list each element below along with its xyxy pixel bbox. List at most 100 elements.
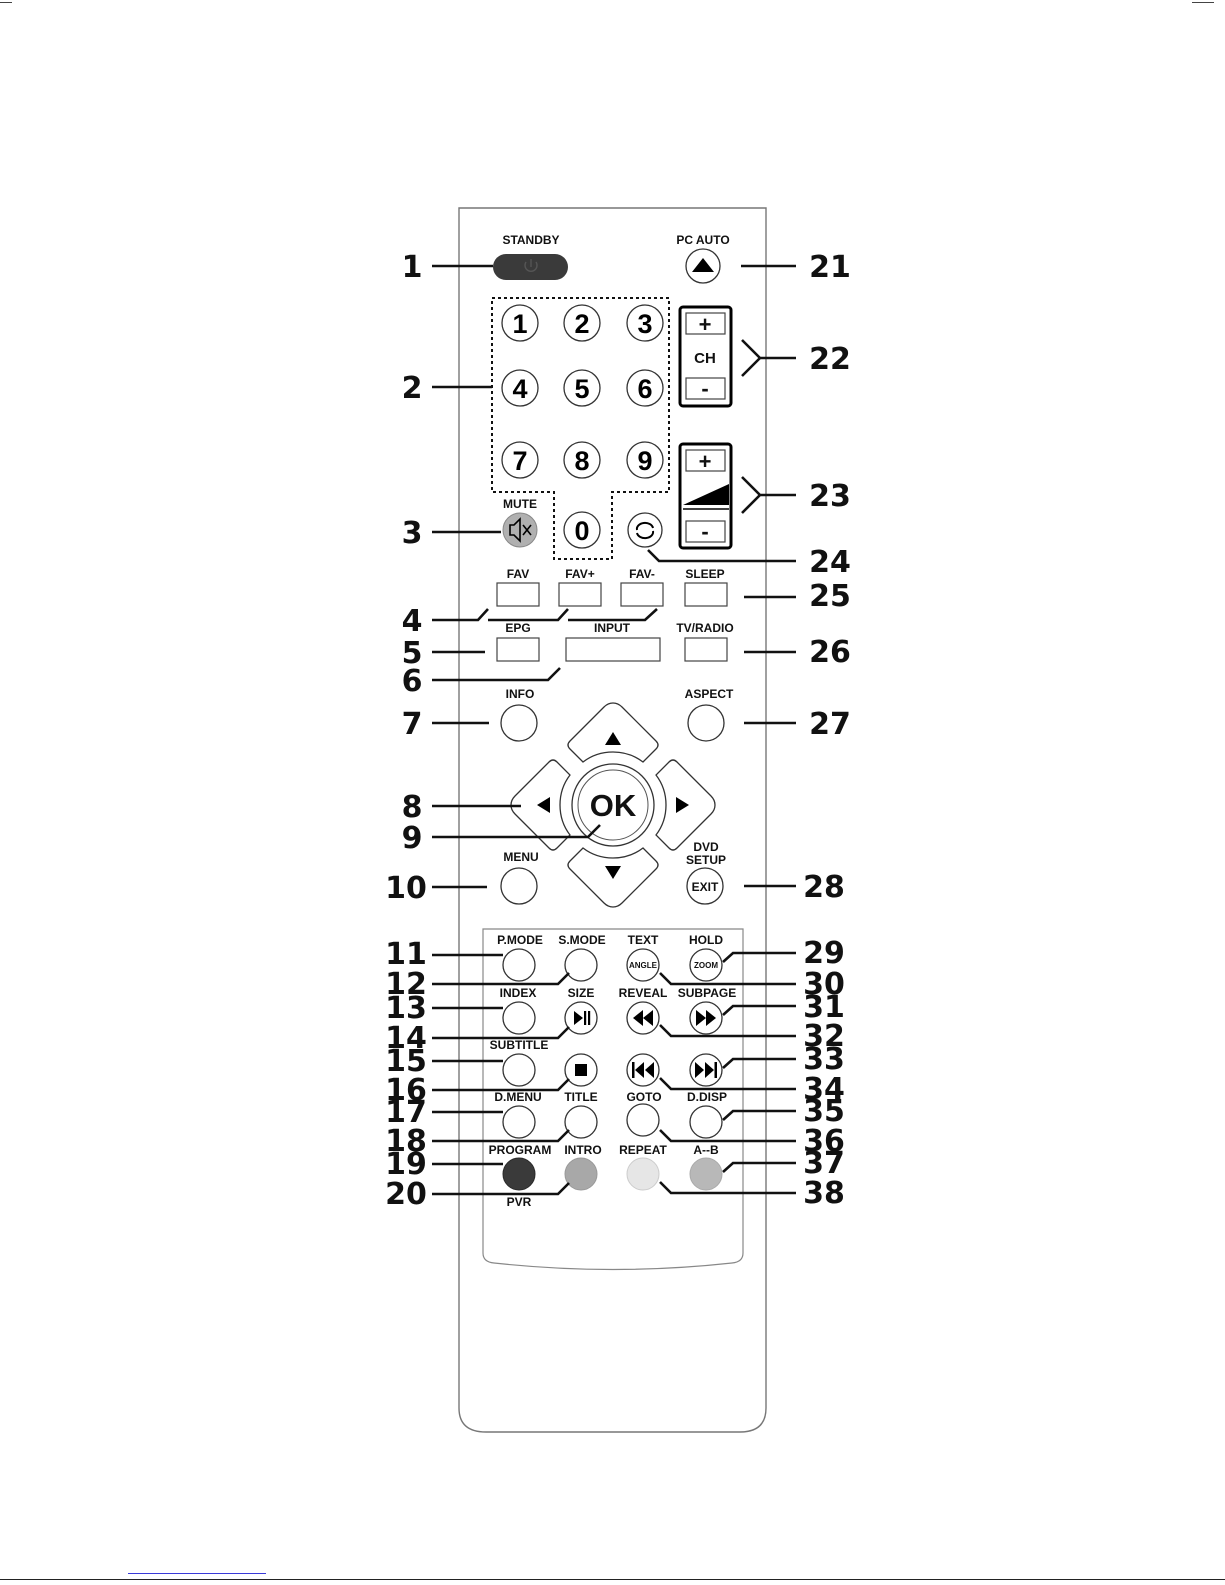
input-button[interactable] [565,637,661,662]
aspect-button[interactable] [687,704,725,742]
digit-9-button[interactable]: 9 [626,441,664,479]
sleep-button[interactable] [684,582,728,607]
fav-minus-label: FAV- [629,567,655,581]
play-pause-button[interactable] [564,1001,598,1035]
a-b-button[interactable] [689,1157,723,1191]
d-disp-button[interactable] [689,1105,723,1139]
ok-button[interactable]: OK [571,763,655,847]
digit-4-button[interactable]: 4 [501,369,539,407]
mute-label: MUTE [503,497,537,511]
subtitle-button[interactable] [502,1053,536,1087]
ch-plus-label: + [699,312,712,337]
info-button[interactable] [500,704,538,742]
title-button[interactable] [564,1105,598,1139]
fav-button[interactable] [496,582,540,607]
digit-1-label: 1 [512,309,527,339]
number-pad-outline [491,297,670,560]
digit-0-button[interactable]: 0 [563,511,601,549]
footer-rule [0,1579,1225,1580]
digit-0-label: 0 [574,516,589,546]
digit-6-button[interactable]: 6 [626,369,664,407]
exit-button[interactable]: EXIT [686,867,724,905]
goto-button[interactable] [626,1103,660,1137]
mute-button[interactable] [502,512,538,548]
input-label: INPUT [594,621,631,635]
subtitle-label: SUBTITLE [490,1038,549,1052]
digit-2-label: 2 [574,309,589,339]
fast-forward-button[interactable] [689,1001,723,1035]
ch-label: CH [694,350,716,367]
next-button[interactable] [689,1053,723,1087]
rewind-button[interactable] [626,1001,660,1035]
ch-down-button[interactable]: - [685,376,726,401]
previous-button[interactable] [626,1053,660,1087]
repeat-button[interactable] [626,1157,660,1191]
ch-minus-label: - [701,376,708,401]
callout-26: 26 [809,635,851,670]
epg-button[interactable] [496,637,540,662]
angle-button[interactable]: ANGLE [626,948,660,982]
standby-button[interactable] [493,254,568,280]
zoom-label: ZOOM [694,961,718,970]
callout-36: 36 [803,1124,845,1159]
callout-33: 33 [803,1042,845,1077]
footer-link-underline[interactable] [128,1573,266,1574]
callout-25: 25 [809,579,851,614]
intro-button[interactable] [564,1157,598,1191]
callout-22: 22 [809,342,851,377]
callout-3: 3 [402,516,423,551]
power-icon [524,259,538,272]
digit-1-button[interactable]: 1 [501,304,539,342]
menu-button[interactable] [500,867,538,905]
digit-5-button[interactable]: 5 [563,369,601,407]
pvr-label: PVR [507,1195,532,1209]
index-label: INDEX [500,986,537,1000]
callout-35: 35 [803,1094,845,1129]
fav-minus-button[interactable] [620,582,664,607]
recall-button[interactable] [627,512,663,548]
callout-37: 37 [803,1146,845,1181]
pc-auto-label: PC AUTO [676,233,729,247]
digit-3-button[interactable]: 3 [626,304,664,342]
callout-34: 34 [803,1072,845,1107]
s-mode-button[interactable] [564,948,598,982]
digit-7-button[interactable]: 7 [501,441,539,479]
program-button[interactable] [502,1157,536,1191]
callout-15: 15 [385,1044,427,1079]
text-label: TEXT [628,933,659,947]
crop-mark-left [0,2,12,3]
callout-5: 5 [402,636,423,671]
pc-auto-button[interactable] [685,248,721,284]
remote-lower-panel [482,928,744,1271]
stop-icon [575,1064,587,1076]
intro-label: INTRO [564,1143,601,1157]
p-mode-button[interactable] [502,948,536,982]
volume-minus-label: - [701,519,708,544]
fav-plus-button[interactable] [558,582,602,607]
callout-7: 7 [402,707,423,742]
zoom-button[interactable]: ZOOM [689,948,723,982]
callout-20: 20 [385,1177,427,1212]
aspect-label: ASPECT [685,687,734,701]
stop-button[interactable] [564,1053,598,1087]
digit-8-button[interactable]: 8 [563,441,601,479]
digit-2-button[interactable]: 2 [563,304,601,342]
callout-13: 13 [385,991,427,1026]
d-menu-button[interactable] [502,1105,536,1139]
callout-17: 17 [385,1095,427,1130]
digit-7-label: 7 [512,446,527,476]
callout-23: 23 [809,479,851,514]
fast-forward-icon [696,1010,716,1026]
volume-plus-label: + [699,449,712,474]
hold-label: HOLD [689,933,723,947]
dvd-label: DVD [693,840,719,854]
ch-up-button[interactable]: + [685,312,726,337]
skip-next-icon [695,1062,717,1078]
tv-radio-button[interactable] [684,637,728,662]
volume-up-button[interactable]: + [685,449,726,474]
digit-4-label: 4 [512,374,527,404]
callout-4: 4 [402,604,423,639]
index-button[interactable] [502,1001,536,1035]
volume-down-button[interactable]: - [685,519,726,544]
